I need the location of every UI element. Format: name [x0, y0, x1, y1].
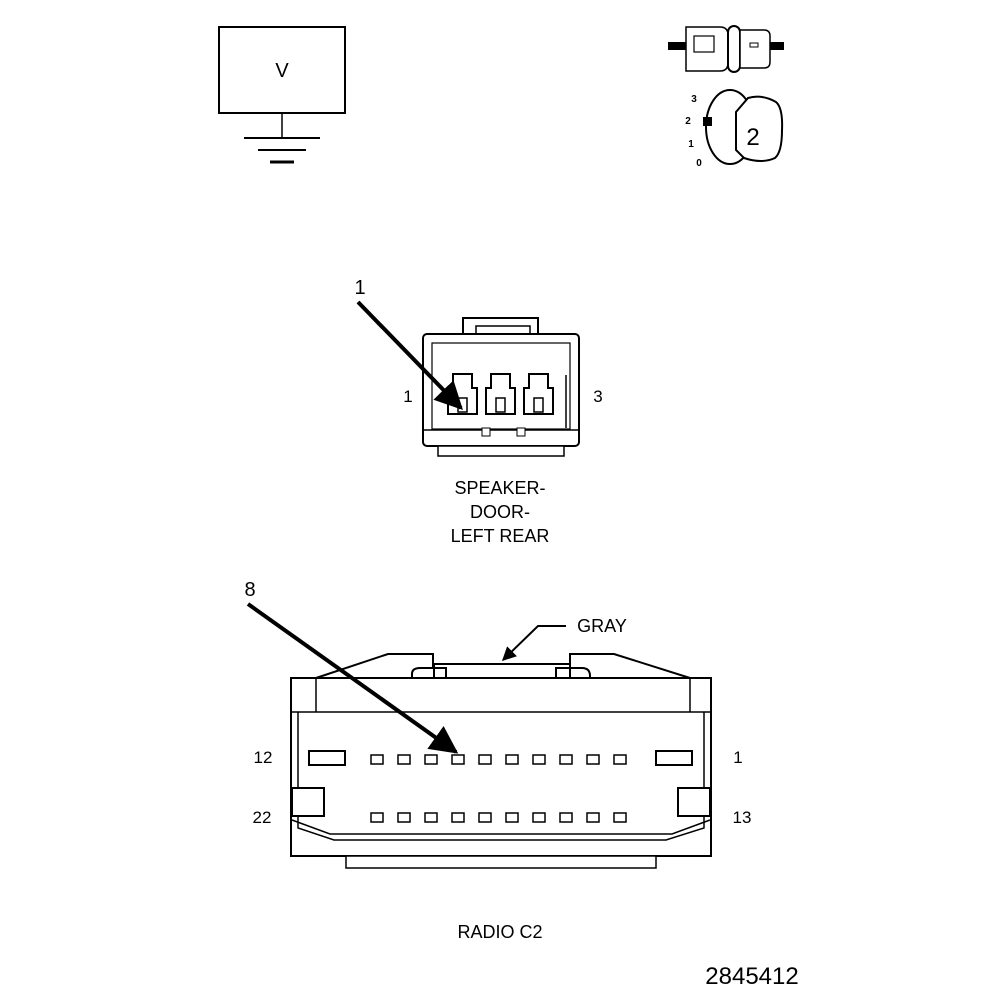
speaker-pin-1-label: 1: [403, 387, 412, 406]
radio-c2-connector: 12 1 22 13 GRAY 8 RADIO C2: [244, 579, 751, 942]
radio-pin-cavity-top-6: [505, 754, 519, 765]
radio-color-label: GRAY: [577, 616, 627, 636]
speaker-callout-number: 1: [354, 277, 365, 299]
speaker-caption-line2: DOOR-: [470, 502, 530, 522]
ignition-position-0: 0: [696, 158, 702, 169]
radio-callout-number: 8: [244, 579, 255, 601]
ignition-position-1: 1: [688, 139, 694, 150]
radio-pin-cavity-bottom-8: [559, 812, 573, 823]
radio-pin-cavity-bottom-10: [613, 812, 627, 823]
radio-callout-arrow: [246, 602, 459, 754]
radio-pin-cavity-bottom-2: [397, 812, 411, 823]
speaker-pin-3-label: 3: [593, 387, 602, 406]
radio-pin-cavity-top-10: [613, 754, 627, 765]
radio-pin-cavity-top-2: [397, 754, 411, 765]
ignition-position-3: 3: [691, 94, 697, 105]
radio-pin-cavity-top-1: [370, 754, 384, 765]
radio-pin-cavity-top-5: [478, 754, 492, 765]
ignition-selected-position: 2: [746, 124, 759, 151]
radio-pin-cavity-bottom-1: [370, 812, 384, 823]
radio-pin-12-label: 12: [254, 748, 273, 767]
radio-pin-cavity-top-4: [451, 754, 465, 765]
speaker-cavity-3: [523, 373, 554, 415]
radio-color-callout-arrow: [501, 625, 566, 661]
voltmeter-symbol: V: [275, 60, 289, 82]
speaker-cavity-2: [485, 373, 516, 415]
figure-id: 2845412: [705, 963, 798, 990]
ignition-key-icon: 2 3 2 1 0: [685, 89, 784, 169]
radio-pin-cavity-top-7: [532, 754, 546, 765]
connector-disconnect-icon: [668, 25, 784, 73]
radio-pin-cavity-bottom-6: [505, 812, 519, 823]
radio-pin-cavity-top-9: [586, 754, 600, 765]
radio-pin-row-top: [370, 754, 627, 765]
radio-pin-13-label: 13: [733, 808, 752, 827]
radio-pin-cavity-bottom-4: [451, 812, 465, 823]
ignition-position-2: 2: [685, 116, 691, 127]
radio-pin-22-label: 22: [253, 808, 272, 827]
radio-caption: RADIO C2: [457, 922, 542, 942]
speaker-caption-line1: SPEAKER-: [454, 478, 545, 498]
radio-pin-cavity-bottom-5: [478, 812, 492, 823]
voltmeter-icon: V: [218, 26, 346, 164]
radio-pin-row-bottom: [370, 812, 627, 823]
radio-pin-1-label: 1: [733, 748, 742, 767]
speaker-cavity-1: [447, 373, 478, 415]
speaker-caption-line3: LEFT REAR: [451, 526, 550, 546]
radio-pin-cavity-bottom-9: [586, 812, 600, 823]
radio-pin-cavity-top-8: [559, 754, 573, 765]
speaker-connector: 1 3 1 SPEAKER- DOOR- LEFT REAR: [354, 277, 602, 546]
radio-pin-cavity-top-3: [424, 754, 438, 765]
radio-pin-cavity-bottom-3: [424, 812, 438, 823]
speaker-callout-arrow: [356, 300, 463, 411]
radio-pin-cavity-bottom-7: [532, 812, 546, 823]
